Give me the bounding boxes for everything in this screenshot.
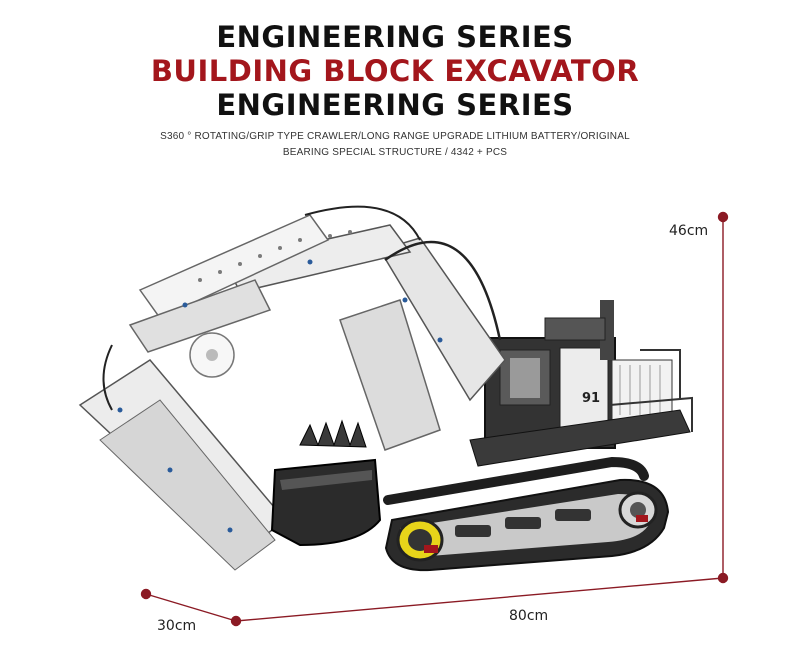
bucket [270, 419, 382, 547]
subtitle-line-1: S360 ° ROTATING/GRIP TYPE CRAWLER/LONG R… [160, 131, 630, 142]
length-dimension-label: 80cm [509, 608, 549, 624]
width-dimension-left-dot [140, 588, 152, 600]
height-dimension-label: 46cm [669, 223, 709, 239]
excavator-model: 91 [78, 205, 693, 572]
cab-number: 91 [582, 391, 600, 406]
crawler-track [383, 456, 670, 572]
title-line-1: ENGINEERING SERIES [216, 20, 574, 54]
arm [78, 344, 287, 571]
main-boom [128, 205, 506, 451]
width-dimension-line [145, 593, 237, 622]
length-dimension-line [235, 577, 724, 622]
dimension-lines [140, 211, 729, 627]
height-dimension-top-dot [717, 211, 729, 223]
subtitle-line-2: BEARING SPECIAL STRUCTURE / 4342 + PCS [282, 147, 508, 158]
width-dimension-label: 30cm [157, 618, 197, 634]
title-line-2-highlight: BUILDING BLOCK EXCAVATOR [150, 54, 640, 88]
title-line-3: ENGINEERING SERIES [216, 88, 574, 122]
upper-body: 91 [469, 300, 693, 467]
